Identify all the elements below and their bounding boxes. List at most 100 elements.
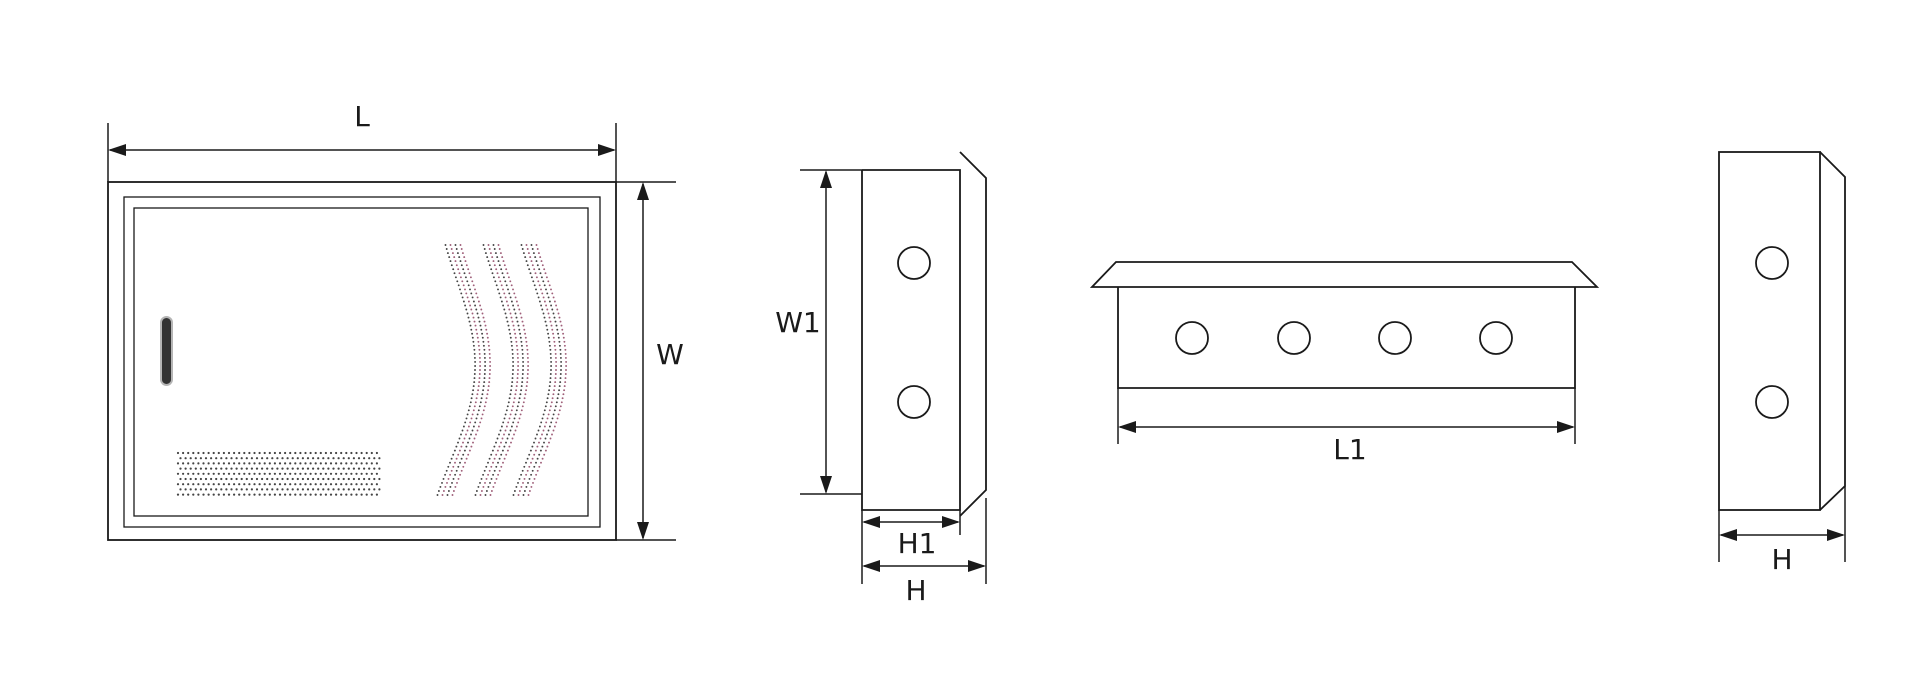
wave-hole — [550, 288, 552, 291]
vent-hole — [309, 483, 312, 486]
wave-hole — [506, 320, 509, 323]
wave-hole — [517, 401, 520, 404]
wave-hole — [551, 292, 554, 295]
wave-hole — [505, 316, 508, 319]
vent-hole — [207, 483, 210, 486]
wave-hole — [540, 276, 543, 279]
vent-hole — [235, 477, 238, 481]
wave-hole — [477, 409, 480, 412]
vent-hole — [286, 457, 289, 460]
wave-hole — [450, 248, 453, 250]
wave-hole — [503, 292, 506, 295]
wave-hole — [459, 473, 462, 476]
wave-hole — [557, 312, 560, 315]
wave-hole — [516, 373, 519, 375]
vent-grille — [176, 451, 381, 496]
wave-hole — [509, 280, 512, 283]
vent-hole — [276, 477, 279, 481]
label-h: H — [905, 574, 926, 607]
wave-hole — [499, 296, 502, 299]
wave-hole — [452, 477, 455, 480]
wave-hole — [497, 260, 500, 263]
vent-hole — [304, 462, 307, 465]
wave-hole — [447, 465, 450, 468]
wave-hole — [546, 292, 549, 295]
wave-hole — [482, 340, 485, 343]
wave-hole — [546, 433, 548, 436]
vent-hole — [322, 477, 325, 481]
wave-hole — [541, 457, 544, 460]
wave-hole — [458, 449, 461, 452]
wave-hole — [520, 244, 523, 246]
wave-hole — [489, 360, 492, 363]
wave-hole — [498, 264, 501, 267]
wave-hole — [484, 324, 487, 327]
wave-hole — [471, 332, 474, 335]
wave-hole — [468, 405, 471, 408]
vent-hole — [314, 451, 317, 455]
vent-hole — [355, 472, 358, 475]
bottom-box-outline — [1117, 287, 1576, 389]
wave-hole — [565, 369, 567, 371]
wave-hole — [501, 272, 504, 275]
vent-hole — [301, 467, 304, 470]
wave-hole — [531, 264, 534, 267]
wave-hole — [539, 449, 542, 452]
wave-hole — [505, 268, 508, 271]
vent-hole — [184, 457, 187, 460]
vent-hole — [258, 493, 261, 496]
vent-hole — [335, 462, 338, 465]
wave-hole — [514, 429, 517, 432]
wave-hole — [485, 490, 488, 492]
vent-hole — [192, 451, 195, 455]
wave-hole — [508, 417, 511, 420]
wave-hole — [546, 445, 549, 448]
wave-hole — [482, 244, 485, 246]
wave-hole — [448, 256, 451, 259]
wave-hole — [476, 413, 479, 416]
wave-hole — [517, 421, 520, 424]
wave-hole — [543, 425, 546, 428]
wave-hole — [520, 340, 523, 343]
wave-hole — [495, 441, 497, 444]
wave-hole — [483, 373, 486, 375]
wave-hole — [536, 264, 539, 267]
wave-hole — [537, 296, 540, 299]
wave-hole — [510, 340, 513, 343]
wave-hole — [456, 481, 458, 484]
vent-hole — [184, 488, 187, 491]
wave-hole — [476, 393, 479, 396]
wave-hole — [475, 308, 478, 311]
vent-hole — [289, 493, 292, 496]
wave-hole — [507, 324, 510, 327]
vent-hole — [176, 483, 180, 486]
vent-hole — [194, 467, 197, 470]
wave-hole — [524, 332, 527, 335]
wave-hole — [515, 316, 518, 319]
wave-hole — [553, 409, 556, 412]
vent-hole — [192, 493, 195, 496]
wave-hole — [562, 336, 565, 339]
vent-hole — [189, 488, 192, 491]
wave-hole — [552, 296, 555, 299]
wave-hole — [526, 373, 529, 375]
vent-hole — [368, 457, 371, 460]
wave-hole — [545, 401, 548, 404]
wave-hole — [544, 272, 547, 275]
wave-hole — [538, 465, 541, 468]
wave-hole — [491, 449, 494, 452]
vent-hole — [281, 488, 284, 491]
vent-hole — [238, 462, 241, 465]
vent-hole — [225, 488, 228, 491]
wave-hole — [488, 377, 491, 380]
vent-hole — [255, 477, 259, 481]
vent-hole — [368, 488, 371, 491]
vent-hole — [220, 477, 223, 481]
wave-hole — [531, 469, 534, 472]
wave-hole — [521, 248, 524, 250]
wave-hole — [473, 373, 476, 375]
vent-hole — [306, 457, 310, 460]
label-rh: H — [1771, 543, 1792, 576]
vent-hole — [284, 462, 287, 465]
wave-hole — [492, 485, 495, 488]
